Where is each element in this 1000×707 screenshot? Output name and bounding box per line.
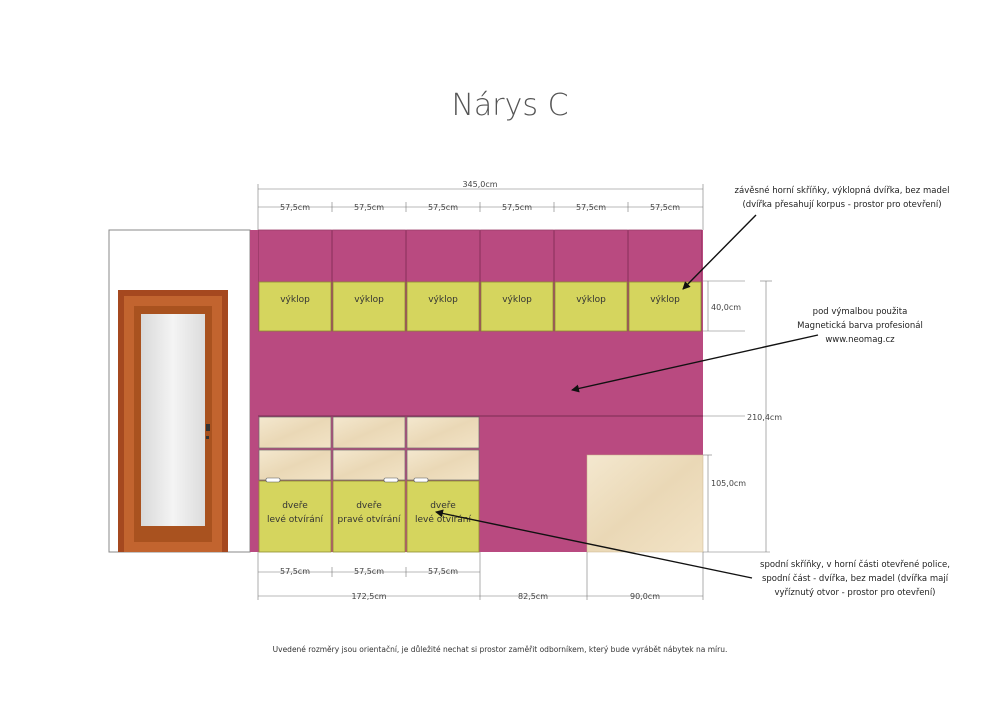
dim-upper-width: 57,5cm xyxy=(428,203,458,212)
dim-upper-width: 57,5cm xyxy=(502,203,532,212)
arrow-lower xyxy=(435,509,753,579)
dimension-lines xyxy=(257,184,772,600)
upper-cabinet-label: výklop xyxy=(428,295,458,305)
upper-dimension-labels: 57,5cm 57,5cm 57,5cm 57,5cm 57,5cm 57,5cm xyxy=(280,203,680,212)
door-cutout xyxy=(265,477,281,483)
open-shelf-lower xyxy=(406,449,480,481)
arrow-upper xyxy=(682,214,757,290)
svg-text:Magnetická barva profesionál: Magnetická barva profesionál xyxy=(797,321,923,331)
door-lock xyxy=(206,436,209,439)
arrow-paint xyxy=(571,334,819,393)
upper-cabinet-door xyxy=(406,281,480,332)
dim-span-90: 90,0cm xyxy=(630,592,660,601)
lower-cabinet-label-line1: dveře xyxy=(282,501,308,511)
dim-total-width: 345,0cm xyxy=(462,180,497,189)
door-handle xyxy=(206,424,210,431)
svg-text:www.neomag.cz: www.neomag.cz xyxy=(825,335,895,345)
page-title: Nárys C xyxy=(451,88,568,123)
open-shelf-upper xyxy=(258,416,332,449)
lower-cabinets: dveře levé otvírání dveře pravé otvírání dve… xyxy=(258,416,480,553)
svg-text:spodní skříňky, v horní části: spodní skříňky, v horní části otevřené p… xyxy=(760,559,950,570)
note-paint: pod výmalbou použita Magnetická barva pr… xyxy=(797,307,923,345)
wooden-panel xyxy=(586,454,704,553)
open-shelf-upper xyxy=(406,416,480,449)
svg-text:pod výmalbou použita: pod výmalbou použita xyxy=(813,307,908,317)
lower-cabinet-door xyxy=(258,480,332,553)
lower-cabinet-label-line2: levé otvírání xyxy=(267,514,324,525)
upper-cabinet-door xyxy=(332,281,406,332)
door-glass xyxy=(141,314,205,526)
svg-text:(dvířka přesahují korpus - pro: (dvířka přesahují korpus - prostor pro o… xyxy=(742,200,941,210)
dim-lower-right-height: 105,0cm xyxy=(711,479,746,488)
open-shelf-lower xyxy=(258,449,332,481)
door xyxy=(118,290,228,552)
lower-cabinet-label-line1: dveře xyxy=(356,501,382,511)
upper-cabinet-label: výklop xyxy=(576,295,606,305)
upper-cabinet-label: výklop xyxy=(354,295,384,305)
dim-span-172: 172,5cm xyxy=(351,592,386,601)
dim-lower-width-2: 57,5cm xyxy=(354,567,384,576)
dim-lower-width-1: 57,5cm xyxy=(280,567,310,576)
dim-upper-width: 57,5cm xyxy=(280,203,310,212)
dim-upper-height: 40,0cm xyxy=(711,303,741,312)
svg-text:závěsné horní skříňky, výklopn: závěsné horní skříňky, výklopná dvířka, … xyxy=(735,185,950,196)
dim-upper-width: 57,5cm xyxy=(650,203,680,212)
upper-cabinet-door xyxy=(554,281,628,332)
upper-cabinet-label: výklop xyxy=(280,295,310,305)
svg-text:vyříznutý otvor - prostor pro: vyříznutý otvor - prostor pro otevření) xyxy=(774,588,935,598)
annotation-arrows xyxy=(435,214,819,579)
lower-cabinet-label-line2: levé otvírání xyxy=(415,514,472,525)
upper-cabinet-door xyxy=(628,281,702,332)
dim-upper-width: 57,5cm xyxy=(354,203,384,212)
door-cutout xyxy=(413,477,429,483)
note-lower: spodní skříňky, v horní části otevřené p… xyxy=(760,559,950,598)
svg-text:spodní část - dvířka, bez made: spodní část - dvířka, bez madel (dvířka … xyxy=(762,573,949,584)
open-shelf-upper xyxy=(332,416,406,449)
dim-wall-height: 210,4cm xyxy=(747,413,782,422)
upper-cabinet-label: výklop xyxy=(502,295,532,305)
upper-cabinet-door xyxy=(480,281,554,332)
dim-upper-width: 57,5cm xyxy=(576,203,606,212)
open-shelf-lower xyxy=(332,449,406,481)
dim-lower-width-3: 57,5cm xyxy=(428,567,458,576)
lower-cabinet-label-line2: pravé otvírání xyxy=(338,514,401,525)
upper-cabinets: výklop výklop výklop výklop výklop výklop xyxy=(258,281,702,332)
dim-span-82: 82,5cm xyxy=(518,592,548,601)
door-cutout xyxy=(383,477,399,483)
lower-cabinet-label-line1: dveře xyxy=(430,501,456,511)
upper-cabinet-label: výklop xyxy=(650,295,680,305)
footer-note: Uvedené rozměry jsou orientační, je důle… xyxy=(273,645,728,654)
note-upper: závěsné horní skříňky, výklopná dvířka, … xyxy=(735,185,950,210)
lower-cabinet-door xyxy=(332,480,406,553)
upper-cabinet-door xyxy=(258,281,332,332)
